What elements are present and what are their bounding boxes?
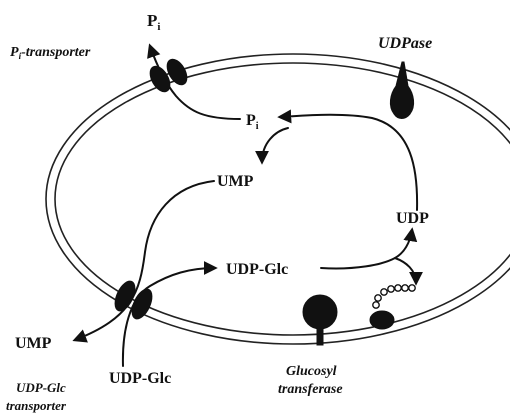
udpase-label: UDPase	[378, 35, 432, 52]
ump-outer-label: UMP	[15, 335, 52, 352]
arrow-udp-glc-to-udp	[320, 227, 418, 270]
arrow-ump-export	[72, 180, 215, 343]
membrane-outer	[45, 53, 510, 345]
arrow-udp-to-pi	[277, 109, 419, 211]
pi-top-label: Pi	[147, 11, 160, 33]
udp-label: UDP	[396, 210, 429, 227]
acceptor-protein	[369, 310, 395, 330]
membrane-inner	[54, 62, 510, 336]
arrow-glucose-transfer	[394, 257, 423, 286]
pi-inner-label: Pi	[246, 112, 259, 132]
ump-inner-label: UMP	[217, 173, 254, 190]
pi-transporter-label: Pi-transporter	[10, 45, 91, 61]
arrow-pi-export	[147, 43, 241, 120]
udp-glc-inner-label: UDP-Glc	[226, 261, 288, 278]
glucosyl-transferase-label: Glucosyl transferase	[278, 364, 343, 397]
udp-glc-transporter-label: UDP-Glc transporter	[6, 380, 69, 413]
udp-glc-outer-label: UDP-Glc	[109, 370, 171, 387]
pi-transporter-protein	[149, 58, 188, 93]
arrow-udp-glc-import	[121, 261, 218, 367]
udpase-protein	[389, 61, 415, 119]
glucose-chain	[372, 284, 416, 309]
glucosyl-transferase-protein	[302, 294, 338, 346]
arrow-pi-to-ump	[255, 127, 289, 165]
